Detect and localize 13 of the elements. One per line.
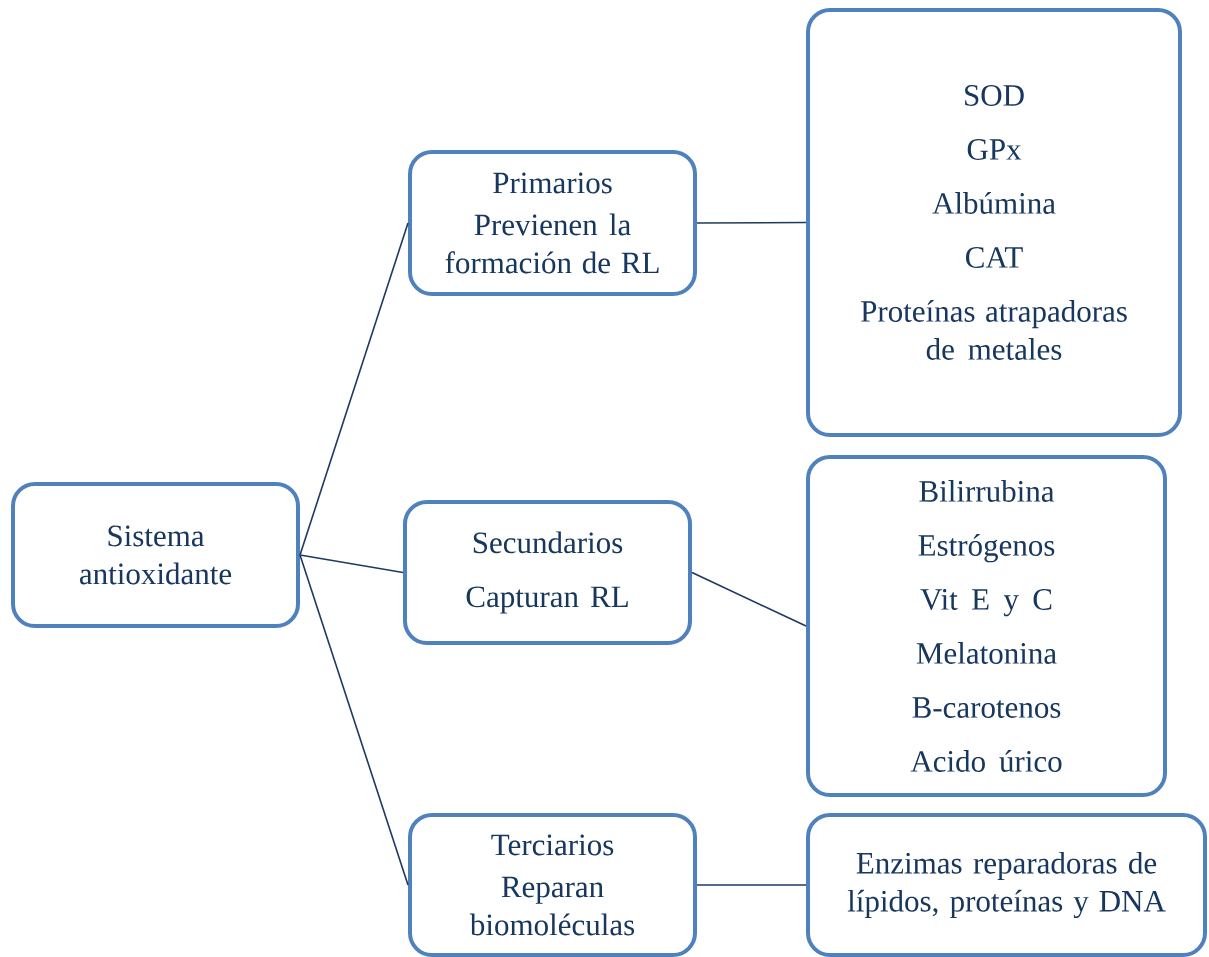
connector-line	[299, 554, 404, 574]
connector-line	[696, 884, 807, 886]
text-box: Primarios Previenen la formación de RL	[408, 150, 697, 296]
connector-line	[299, 222, 409, 556]
text-box: Secundarios Capturan RL	[403, 500, 692, 645]
text-box: Terciarios Reparan biomoléculas	[408, 813, 697, 957]
text-box: Bilirrubina Estrógenos Vit E y C Melatonina B-carotenos Acido úrico	[806, 455, 1167, 797]
text-box: SOD GPx Albúmina CAT Proteínas atrapadoras de metales	[806, 8, 1182, 437]
text-box: Enzimas reparadoras de lípidos, proteínas y DNA	[806, 813, 1207, 957]
connector-line	[299, 554, 409, 886]
text-box: Sistema antioxidante	[11, 482, 300, 628]
connector-line	[696, 221, 807, 224]
connector-line	[691, 571, 807, 627]
